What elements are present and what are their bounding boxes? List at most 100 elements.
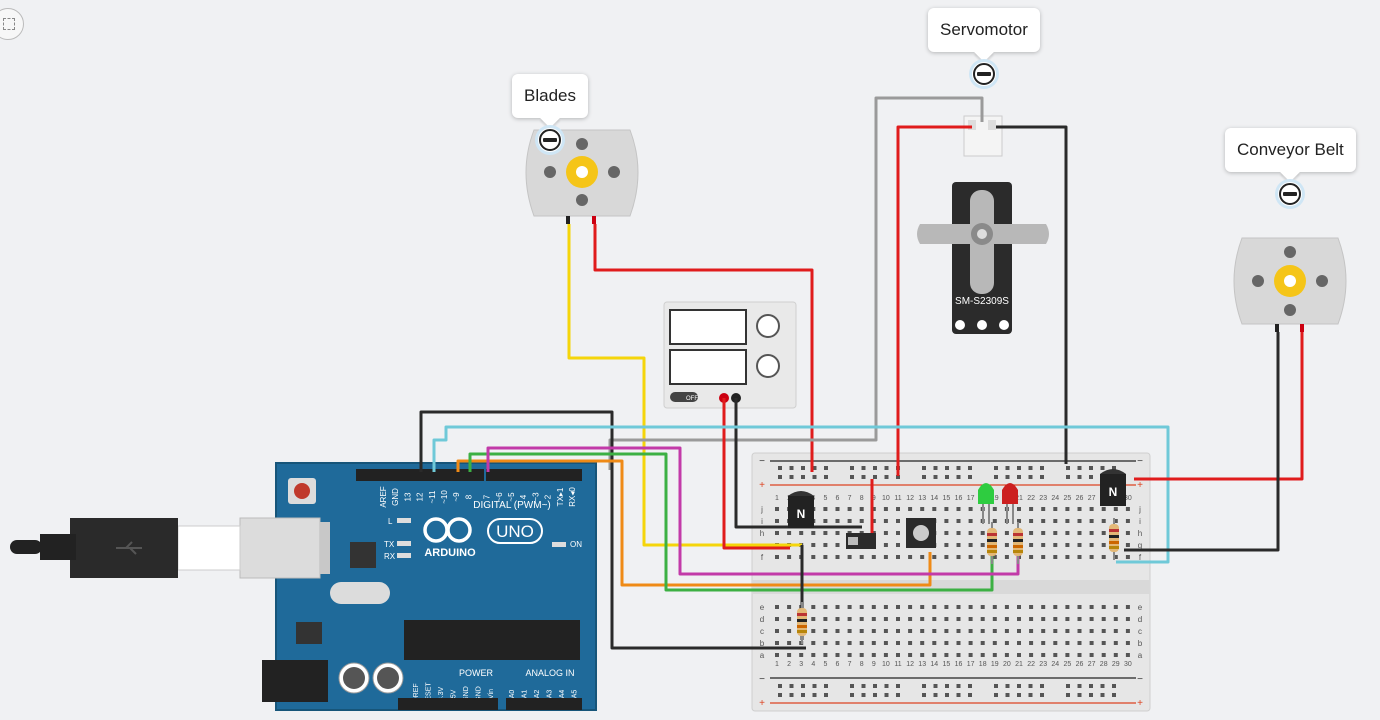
arduino-power-pin-label: Vin [488,689,495,699]
resistors[interactable] [797,518,1119,644]
rail-plus-label: + [1137,698,1143,709]
breadboard-column-label: 27 [1088,495,1096,502]
breadboard-column-label: 21 [1015,661,1023,668]
servo-collapse-icon[interactable] [972,62,996,86]
breadboard-column-label: 15 [943,661,951,668]
transistor-left-label: N [797,507,806,521]
arduino-analog-pin-label: A1 [522,690,529,699]
arduino-rx-label: RX [384,552,396,561]
servo-callout: Servomotor [928,8,1040,52]
breadboard-column-label: 26 [1076,495,1084,502]
breadboard-row-label: g [1138,541,1142,550]
breadboard-column-label: 4 [811,661,815,668]
breadboard-column-label: 8 [860,661,864,668]
supply-off-label: OFF [686,396,698,402]
arduino-power-pin-label: GND [476,686,483,702]
power-supply[interactable] [663,301,797,409]
wire-cyan [432,425,1170,564]
wire-red-servo [896,125,972,476]
transistor-left[interactable] [788,491,814,528]
wire-yellow [567,224,802,547]
blades-dc-motor[interactable] [525,129,639,224]
transistor-right[interactable] [1100,469,1126,506]
breadboard-column-label: 20 [1003,661,1011,668]
arduino-model-label: UNO [496,522,534,541]
breadboard-column-label: 8 [860,495,864,502]
resistor[interactable] [1109,518,1119,560]
wire-magenta [486,446,1020,576]
servo-model-label: SM-S2309S [955,296,1009,307]
breadboard-row-label: h [760,529,764,538]
breadboard-row-label: b [760,639,765,648]
blades-collapse-icon[interactable] [538,128,562,152]
rail-minus-label: − [1137,456,1143,467]
breadboard-column-label: 29 [1112,661,1120,668]
push-button[interactable] [906,518,936,548]
breadboard[interactable]: 1122334455667788991010111112121313141415… [751,452,1151,712]
breadboard-row-label: c [760,627,764,636]
breadboard-column-label: 22 [1027,495,1035,502]
wire-gray-servo [608,96,984,470]
breadboard-row-label: e [760,603,765,612]
rail-minus-label: − [1137,674,1143,685]
wire-red-supply [722,398,790,550]
wire-black-servo [996,125,1068,464]
breadboard-column-label: 19 [991,495,999,502]
arduino-pin-label: ~10 [440,490,449,504]
wire-black-gnd [419,410,806,650]
breadboard-column-label: 12 [906,661,914,668]
arduino-power-pin-label: IOREF [413,683,420,704]
breadboard-row-label: d [760,615,764,624]
breadboard-column-label: 17 [967,495,975,502]
blades-label: Blades [524,86,576,105]
arduino-pin-label: 8 [464,494,473,499]
breadboard-column-label: 11 [894,495,901,502]
rail-plus-label: + [759,480,765,491]
fit-view-button[interactable] [0,8,24,40]
arduino-brand-label: ARDUINO [424,547,476,559]
conveyor-collapse-icon[interactable] [1278,182,1302,206]
breadboard-column-label: 5 [823,495,827,502]
breadboard-column-label: 17 [967,661,975,668]
resistor[interactable] [987,522,997,564]
servo-motor[interactable] [917,115,1049,334]
conveyor-dc-motor[interactable] [1233,237,1347,332]
conveyor-callout: Conveyor Belt [1225,128,1356,172]
arduino-on-label: ON [570,540,582,549]
breadboard-column-label: 22 [1027,661,1035,668]
slide-switch[interactable] [846,533,876,549]
resistor[interactable] [1013,522,1023,564]
arduino-pin-label: AREF [379,486,388,507]
breadboard-column-label: 7 [848,661,852,668]
breadboard-column-label: 6 [836,661,840,668]
breadboard-column-label: 7 [848,495,852,502]
breadboard-row-label: h [1138,529,1142,538]
breadboard-row-label: i [1139,517,1141,526]
fit-view-icon [3,18,15,30]
breadboard-column-label: 30 [1124,661,1132,668]
breadboard-column-label: 1 [775,661,779,668]
resistor[interactable] [797,602,807,644]
arduino-analog-pin-label: A3 [547,690,554,699]
arduino-analog-pin-label: A2 [534,690,541,699]
breadboard-column-label: 27 [1088,661,1096,668]
red-led[interactable] [1002,483,1018,524]
breadboard-row-label: d [1138,615,1142,624]
breadboard-column-label: 5 [823,661,827,668]
arduino-pin-label: 12 [416,492,425,501]
green-led[interactable] [978,483,994,524]
arduino-pin-label: 2 [544,494,553,499]
usb-cable[interactable] [10,518,241,578]
breadboard-column-label: 25 [1064,495,1072,502]
breadboard-column-label: 19 [991,661,999,668]
breadboard-row-label: j [760,505,763,514]
arduino-pin-label: 4 [519,494,528,499]
wires[interactable] [419,96,1304,650]
arduino-analog-pin-label: A0 [509,690,516,699]
breadboard-column-label: 11 [894,661,901,668]
arduino-analog-label: ANALOG IN [525,668,574,678]
breadboard-column-label: 16 [955,661,963,668]
wire-black-conveyor [1124,332,1280,552]
